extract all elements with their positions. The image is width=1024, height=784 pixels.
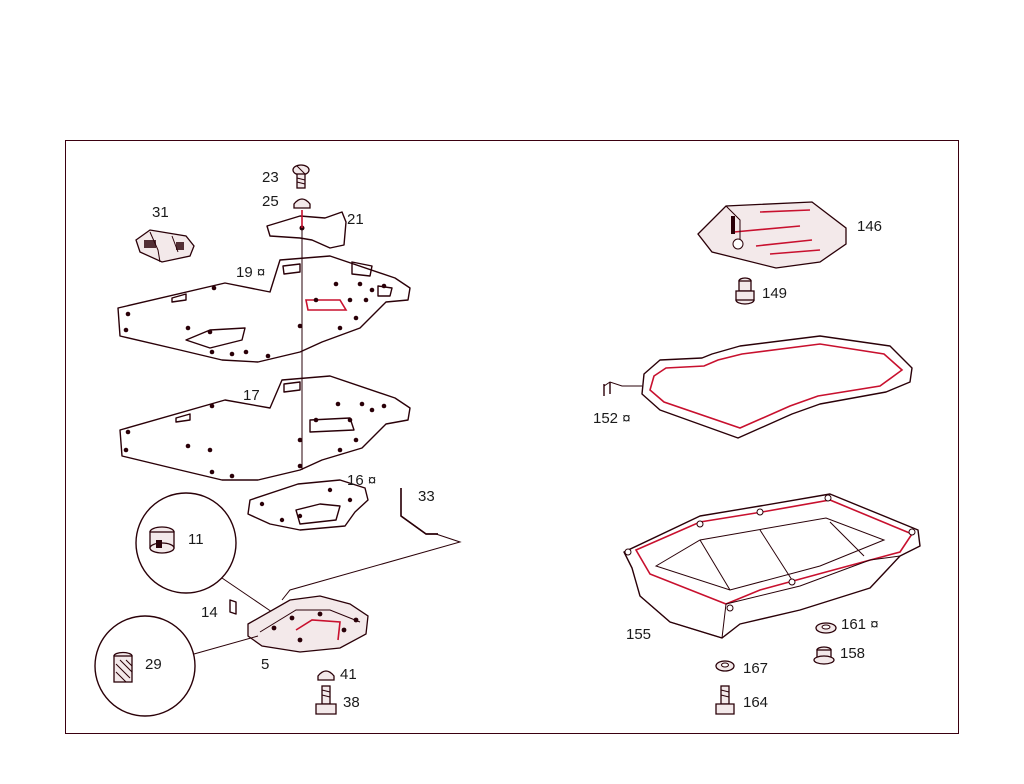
part-23-screw (292, 164, 310, 189)
label-19: 19 ¤ (236, 264, 265, 281)
label-29: 29 (145, 656, 162, 673)
part-161-washer (815, 622, 837, 634)
part-146-filter (697, 201, 847, 269)
part-167-washer (715, 660, 735, 672)
part-16-gasket (247, 479, 369, 531)
label-38: 38 (343, 694, 360, 711)
label-158: 158 (840, 645, 865, 662)
part-21-plate (266, 210, 347, 249)
label-155: 155 (626, 626, 651, 643)
part-29-detail (94, 615, 259, 717)
part-14-pin (229, 599, 237, 615)
label-16: 16 ¤ (347, 472, 376, 489)
label-11: 11 (188, 531, 204, 548)
part-33-tube (281, 488, 462, 601)
part-41-clip (317, 670, 335, 681)
label-146: 146 (857, 218, 882, 235)
part-5-valve-body (247, 595, 369, 653)
label-31: 31 (152, 204, 169, 221)
label-14: 14 (201, 604, 218, 621)
label-5: 5 (261, 656, 269, 673)
label-152: 152 ¤ (593, 410, 631, 427)
label-25: 25 (262, 193, 279, 210)
diagram-frame (65, 140, 959, 734)
part-25-clip (293, 198, 311, 209)
label-17: 17 (243, 387, 260, 404)
label-41: 41 (340, 666, 357, 683)
part-149-seal (735, 277, 755, 305)
part-11-detail (135, 492, 273, 613)
label-33: 33 (418, 488, 435, 505)
label-149: 149 (762, 285, 787, 302)
part-155-oil-pan (623, 493, 921, 639)
part-38-bolt (315, 685, 337, 715)
part-31-connector (135, 229, 195, 263)
part-152-gasket (603, 335, 913, 439)
part-19-plate (117, 255, 411, 363)
label-21: 21 (347, 211, 364, 228)
label-161: 161 ¤ (841, 616, 879, 633)
label-23: 23 (262, 169, 279, 186)
label-167: 167 (743, 660, 768, 677)
part-158-plug (813, 646, 835, 665)
part-164-bolt (715, 685, 735, 715)
part-17-plate (119, 375, 411, 481)
label-164: 164 (743, 694, 768, 711)
